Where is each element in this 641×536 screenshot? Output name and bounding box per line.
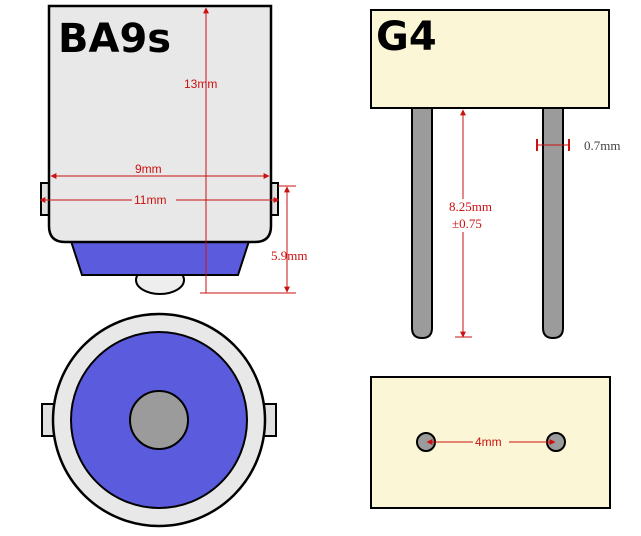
g4-pin-length-label: 8.25mm: [449, 199, 492, 214]
ba9s-height-label: 13mm: [184, 77, 217, 91]
g4-bottom-view: 4mm: [370, 376, 611, 509]
g4-spacing-label: 4mm: [475, 435, 502, 449]
g4-spacing-label-bg: [473, 434, 509, 448]
g4-body: [370, 9, 610, 109]
ba9s-metal-sleeve: [47, 4, 273, 244]
g4-right-pin: [542, 107, 564, 340]
g4-pin-length-label-bg: [448, 199, 504, 232]
ba9s-side-view: BA9s 13mm 9mm 11mm 5.9mm: [39, 4, 307, 295]
ba9s-insulator-base: [68, 237, 252, 276]
g4-left-pin: [411, 107, 433, 340]
g4-pin-dia-label: 0.7mm: [584, 138, 620, 153]
ba9s-title: BA9s: [58, 16, 171, 62]
ba9s-center-contact: [129, 390, 189, 450]
ba9s-inner-width-label: 9mm: [135, 162, 162, 176]
g4-title: G4: [376, 14, 437, 60]
g4-side-view: G4 0.7mm 8.25mm ±0.75: [370, 9, 620, 340]
ba9s-inner-width-label-bg: [134, 163, 170, 175]
ba9s-bottom-view: [41, 312, 277, 528]
ba9s-outer-width-label: 11mm: [134, 193, 166, 207]
ba9s-outer-width-label-bg: [132, 194, 176, 206]
g4-pin-length-tolerance: ±0.75: [452, 216, 482, 231]
ba9s-pin-height-label: 5.9mm: [271, 248, 307, 263]
